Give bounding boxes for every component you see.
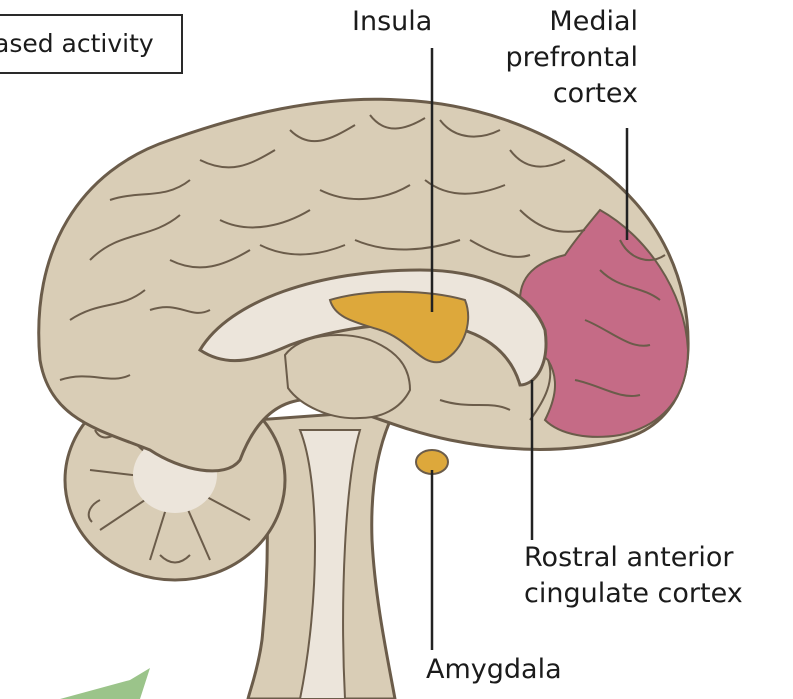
- insula-label: Insula: [352, 4, 432, 40]
- racc-label-line-1: Rostral anterior: [524, 540, 743, 576]
- racc-label: Rostral anterior cingulate cortex: [524, 540, 743, 612]
- green-arrow: [60, 668, 150, 699]
- mpfc-label: Medial prefrontal cortex: [505, 4, 638, 112]
- legend-text: ased activity: [0, 27, 154, 61]
- amygdala-label: Amygdala: [426, 652, 562, 688]
- mpfc-label-line-3: cortex: [505, 76, 638, 112]
- mpfc-label-line-1: Medial: [505, 4, 638, 40]
- racc-label-line-2: cingulate cortex: [524, 576, 743, 612]
- mpfc-label-line-2: prefrontal: [505, 40, 638, 76]
- legend-box: ased activity: [0, 14, 183, 74]
